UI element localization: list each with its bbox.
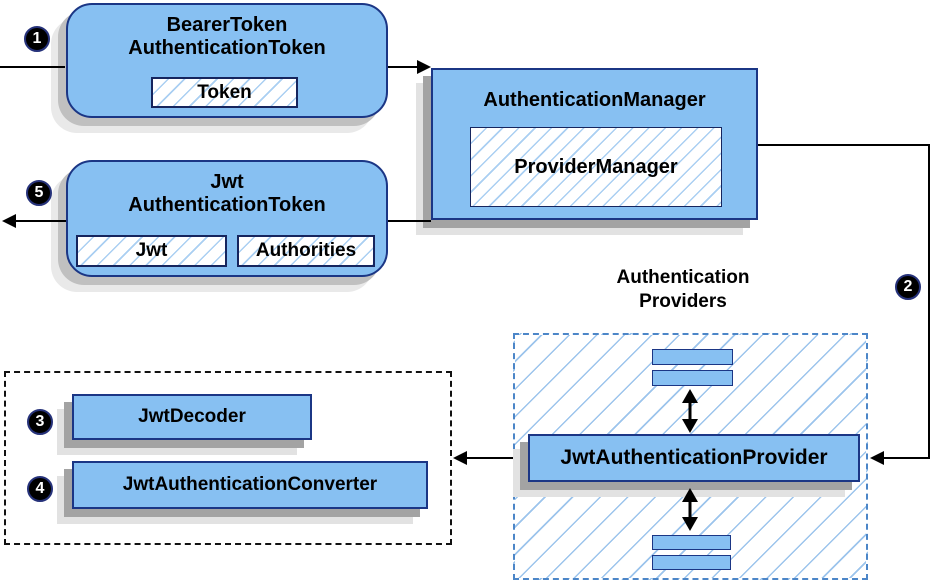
step-3-badge: 3 [27, 409, 53, 435]
label-line2: Providers [639, 291, 727, 312]
other-provider-bar [652, 370, 733, 386]
step-4-badge: 4 [27, 476, 53, 502]
jwt-authentication-token-node: Jwt AuthenticationToken Jwt Authorities [66, 160, 388, 277]
step-2-badge: 2 [895, 274, 921, 300]
authentication-manager-node: AuthenticationManager ProviderManager [431, 68, 758, 220]
node-title-line2: AuthenticationToken [128, 37, 326, 59]
node-title: Jwt AuthenticationToken [68, 162, 386, 217]
node-title-line2: AuthenticationToken [128, 194, 326, 216]
provider-manager-field: ProviderManager [470, 127, 722, 207]
jwt-decoder-node: JwtDecoder [72, 394, 312, 440]
step-5-badge: 5 [26, 180, 52, 206]
arrowhead-left-icon [2, 214, 16, 228]
node-title: BearerToken AuthenticationToken [68, 5, 386, 60]
step-1-badge: 1 [24, 26, 50, 52]
arrowhead-left-icon [870, 451, 884, 465]
node-title-line1: BearerToken [166, 14, 288, 36]
node-title-line1: Jwt [210, 171, 244, 193]
label-line1: Authentication [616, 267, 750, 288]
other-provider-bar [652, 349, 733, 365]
arrowhead-left-icon [453, 451, 467, 465]
other-provider-bar [652, 555, 731, 570]
arrowhead-right-icon [417, 60, 431, 74]
jwt-authentication-converter-node: JwtAuthenticationConverter [72, 461, 428, 509]
other-provider-bar [652, 535, 731, 550]
jwt-field: Jwt [76, 235, 227, 267]
authorities-field: Authorities [237, 235, 375, 267]
bearer-token-authentication-token-node: BearerToken AuthenticationToken Token [66, 3, 388, 118]
token-field: Token [151, 77, 298, 108]
authentication-providers-label: Authentication Providers [617, 266, 750, 314]
jwt-authentication-provider-node: JwtAuthenticationProvider [528, 434, 860, 482]
node-title: AuthenticationManager [483, 89, 706, 111]
